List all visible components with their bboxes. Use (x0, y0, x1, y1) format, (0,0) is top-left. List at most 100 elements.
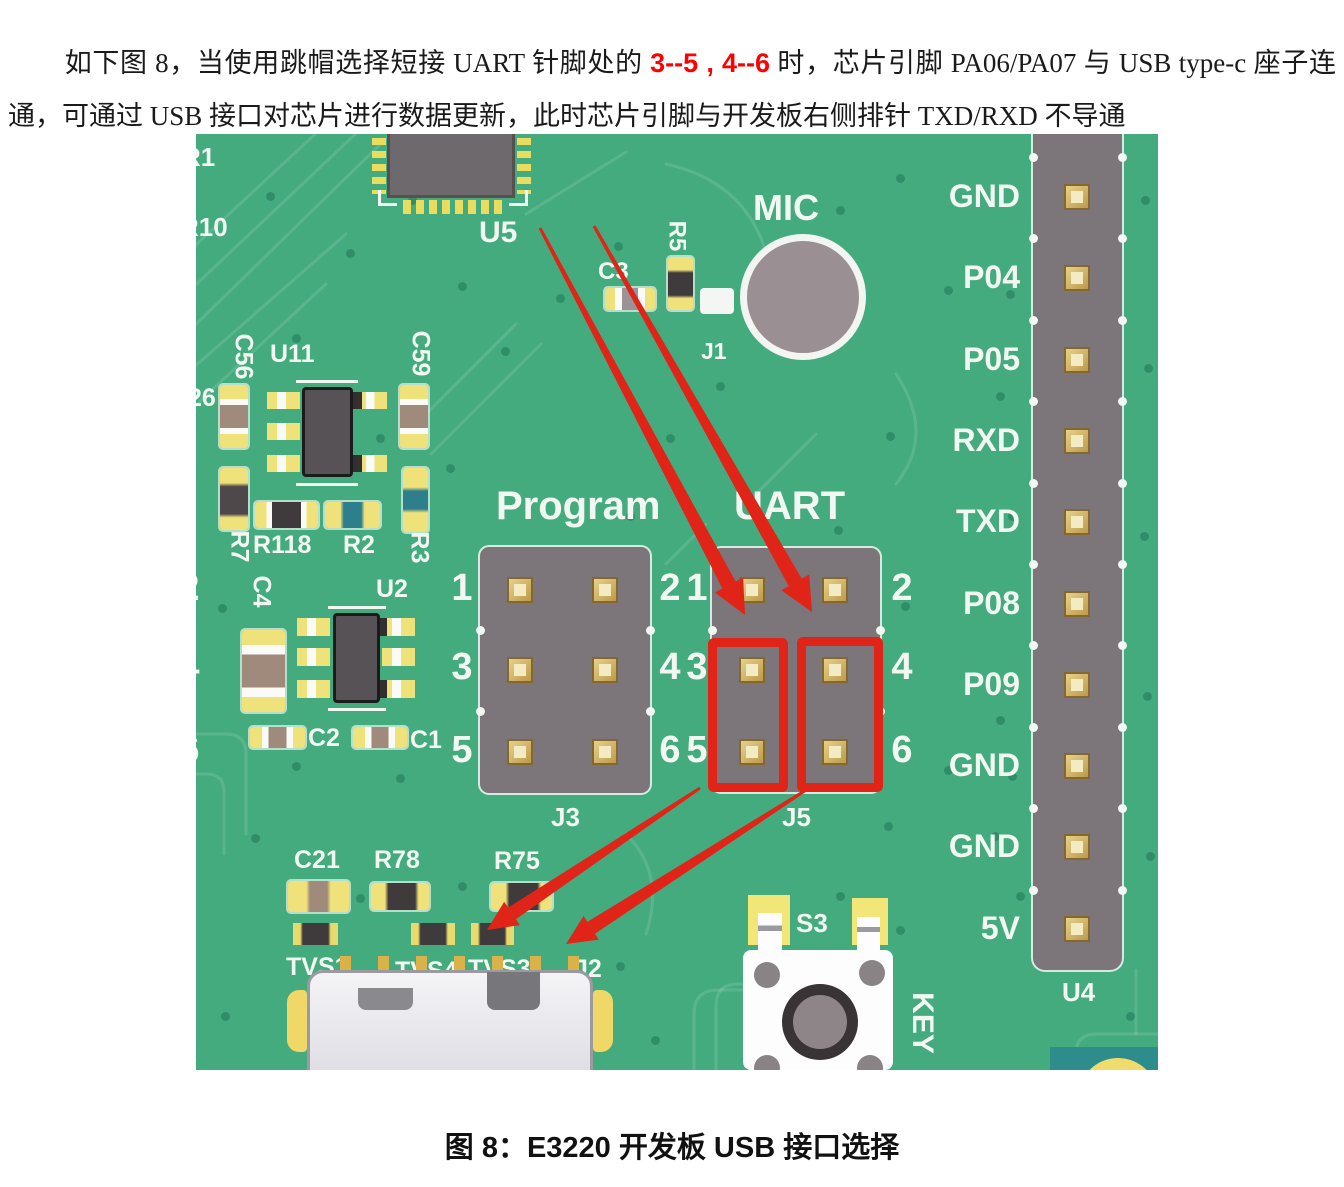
s3-tab-left (758, 913, 782, 950)
tvs1-diode (293, 923, 338, 945)
header-pin-pad (1064, 184, 1090, 210)
u2-pad (382, 680, 415, 698)
s3-plunger (793, 995, 847, 1049)
j5-pin-number-2: 2 (891, 567, 913, 609)
edge-fragment-26: 26 (196, 384, 216, 412)
jumper-highlight-3-5 (708, 638, 788, 792)
header-pin-pad (1064, 672, 1090, 698)
u2-pad (382, 648, 415, 666)
j3-pin-number-4: 4 (659, 646, 681, 688)
j3-label: J3 (551, 802, 580, 832)
j3-pin-number-1: 1 (451, 567, 473, 609)
usb-inner-tab-right (487, 972, 540, 1010)
u11-pad (357, 455, 387, 472)
j5-label: J5 (782, 802, 811, 832)
header-pin-pad (1064, 591, 1090, 617)
j1-label: J1 (701, 338, 727, 364)
u2-pin-stub (378, 618, 387, 636)
u5-pins-bottom (403, 200, 507, 214)
u5-pins-right (517, 138, 531, 194)
j5-pin-number-6: 6 (891, 729, 913, 771)
u5-pins-left (372, 138, 386, 194)
u2-label: U2 (376, 575, 408, 603)
u2-silk-line-top (328, 606, 386, 609)
c21-label: C21 (294, 846, 340, 874)
c2-label: C2 (308, 724, 340, 752)
tvs3-diode (471, 923, 514, 945)
r2-resistor (325, 502, 380, 528)
header-pin-pad (1064, 265, 1090, 291)
usb-typec-connector (307, 970, 593, 1070)
j5-pin-number-5: 5 (686, 729, 708, 771)
u11-chip (302, 387, 353, 477)
header-pin-label-gnd-0: GND (948, 178, 1020, 214)
u11-label: U11 (270, 340, 315, 368)
u2-pad (297, 680, 330, 698)
edge-fragment-r1: R1 (196, 142, 216, 172)
u5-silk-corner-left (378, 190, 397, 206)
j3-pin-number-6: 6 (659, 729, 681, 771)
program-title: Program (496, 484, 661, 528)
c2-capacitor (250, 727, 305, 748)
c1-label: C1 (410, 726, 442, 754)
u2-pad (297, 618, 330, 636)
j3-pin-pad (592, 739, 618, 765)
j5-pin-pad (822, 739, 848, 765)
s3-tab-right (857, 917, 880, 950)
j3-pin-pad (507, 657, 533, 683)
paragraph-text-post: 时，芯片引脚 PA06/PA07 与 USB type-c 座子连通，可通过 U… (8, 48, 1336, 131)
u11-silk-line-top (296, 380, 358, 383)
j5-notches (708, 626, 717, 635)
paragraph-highlight-jumper-pins: 3--5 , 4--6 (650, 48, 770, 78)
j3-pin-number-2: 2 (659, 567, 681, 609)
s3-corner-pin (857, 1055, 883, 1070)
paragraph-text-pre: 如下图 8，当使用跳帽选择短接 UART 针脚处的 (64, 48, 651, 78)
r118-label: R118 (253, 531, 312, 559)
j5-pin-pad (822, 657, 848, 683)
j3-pin-pad (592, 657, 618, 683)
j3-pin-number-3: 3 (451, 646, 473, 688)
j3-pin-pad (507, 577, 533, 603)
r7-resistor (220, 468, 248, 530)
u11-pad (267, 455, 300, 472)
header-pin-pad (1064, 916, 1090, 942)
j5-pin-pad (739, 657, 765, 683)
j3-pin-pad (507, 739, 533, 765)
header-pin-label-rxd-3: RXD (952, 422, 1020, 458)
s3-corner-pin (754, 962, 780, 988)
mic-solder-tab (700, 288, 734, 314)
edge-fragment-pin4: 4 (196, 648, 204, 686)
u5-chip (387, 134, 515, 198)
s3-label: S3 (796, 908, 828, 938)
header-pin-label-5v-9: 5V (980, 910, 1020, 946)
r5-resistor (668, 257, 693, 310)
j5-pin-pad (739, 739, 765, 765)
header-pin-label-gnd-8: GND (948, 828, 1020, 864)
j3-notches (476, 626, 485, 635)
header-pin-pad (1064, 834, 1090, 860)
header-pin-pad (1064, 753, 1090, 779)
header-pin-label-txd-4: TXD (956, 503, 1020, 539)
u11-pad (267, 392, 300, 409)
s3-corner-pin (859, 960, 885, 986)
u11-pin-stub (353, 392, 362, 409)
header-pin-label-p08-5: P08 (963, 585, 1020, 621)
usb-top-pin-stubs (340, 956, 580, 970)
header-pin-label-p05-2: P05 (963, 341, 1020, 377)
figure-caption: 图 8：E3220 开发板 USB 接口选择 (444, 1132, 900, 1164)
r118-resistor (255, 502, 318, 528)
body-paragraph: 如下图 8，当使用跳帽选择短接 UART 针脚处的 3--5 , 4--6 时，… (8, 37, 1336, 143)
mic-label: MIC (753, 187, 819, 228)
header-pin-label-p09-6: P09 (963, 666, 1020, 702)
pcb-traces (196, 134, 1158, 1070)
u2-pad (382, 618, 415, 636)
u5-label: U5 (479, 216, 518, 249)
edge-fragment-r10: R10 (196, 212, 228, 242)
u2-silk-line-bottom (328, 708, 386, 711)
usb-inner-slot-left (358, 988, 413, 1010)
header-pin-pad (1064, 509, 1090, 535)
edge-fragment-pin6: 6 (196, 731, 204, 769)
u2-chip (333, 613, 380, 703)
